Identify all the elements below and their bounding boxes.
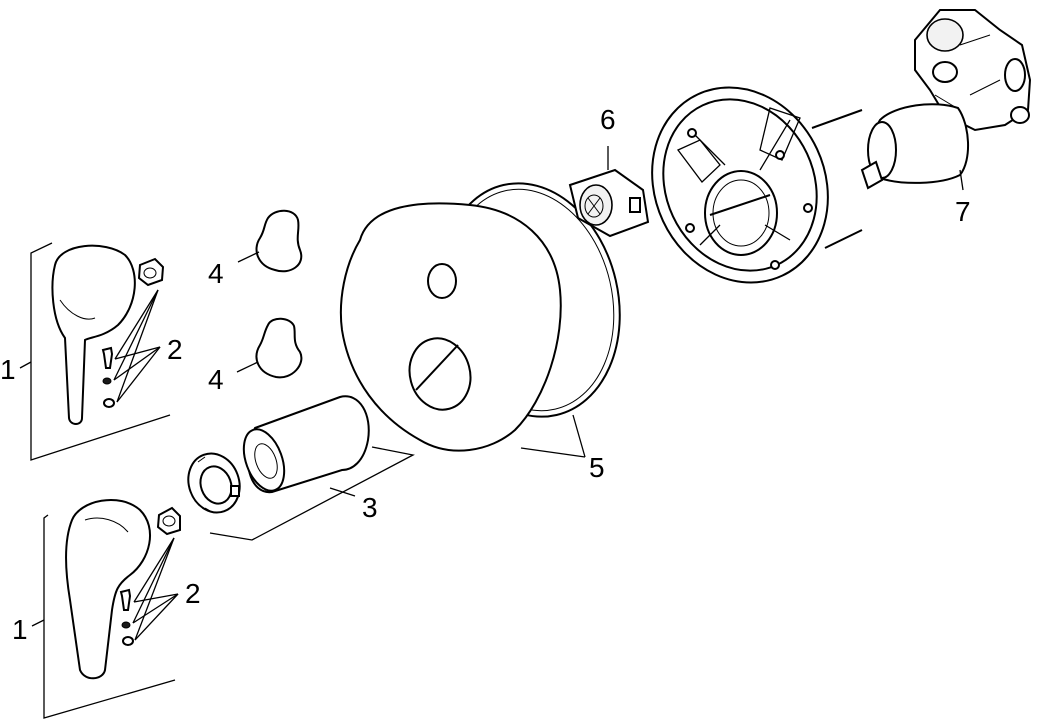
callout-1-bottom: 1 <box>12 614 28 645</box>
callout-2-bottom: 2 <box>185 578 201 609</box>
callout-5: 5 <box>589 452 605 483</box>
knob-lower <box>236 317 303 379</box>
callout-6: 6 <box>600 104 616 135</box>
callout-7: 7 <box>955 196 971 227</box>
valve-body <box>860 9 1032 191</box>
callout-2-top: 2 <box>167 334 183 365</box>
callout-4-upper: 4 <box>208 258 224 289</box>
bracket-1-bottom <box>31 514 176 719</box>
diverter-cartridge <box>568 146 650 238</box>
bracket-1-top <box>19 242 171 461</box>
knob-upper <box>237 209 303 273</box>
callout-1-top: 1 <box>0 354 16 385</box>
bracket-3 <box>209 446 415 541</box>
small-parts-top <box>101 257 165 408</box>
mounting-frame <box>651 86 863 284</box>
lever-handle-bottom <box>65 498 152 680</box>
ring-adapter <box>187 452 241 514</box>
cover-plate <box>339 182 621 458</box>
sleeve-cylinder <box>242 395 370 494</box>
lever-handle-top <box>51 244 136 425</box>
small-parts-bottom <box>119 506 181 646</box>
callout-4-lower: 4 <box>208 364 224 395</box>
callout-3: 3 <box>362 492 378 523</box>
